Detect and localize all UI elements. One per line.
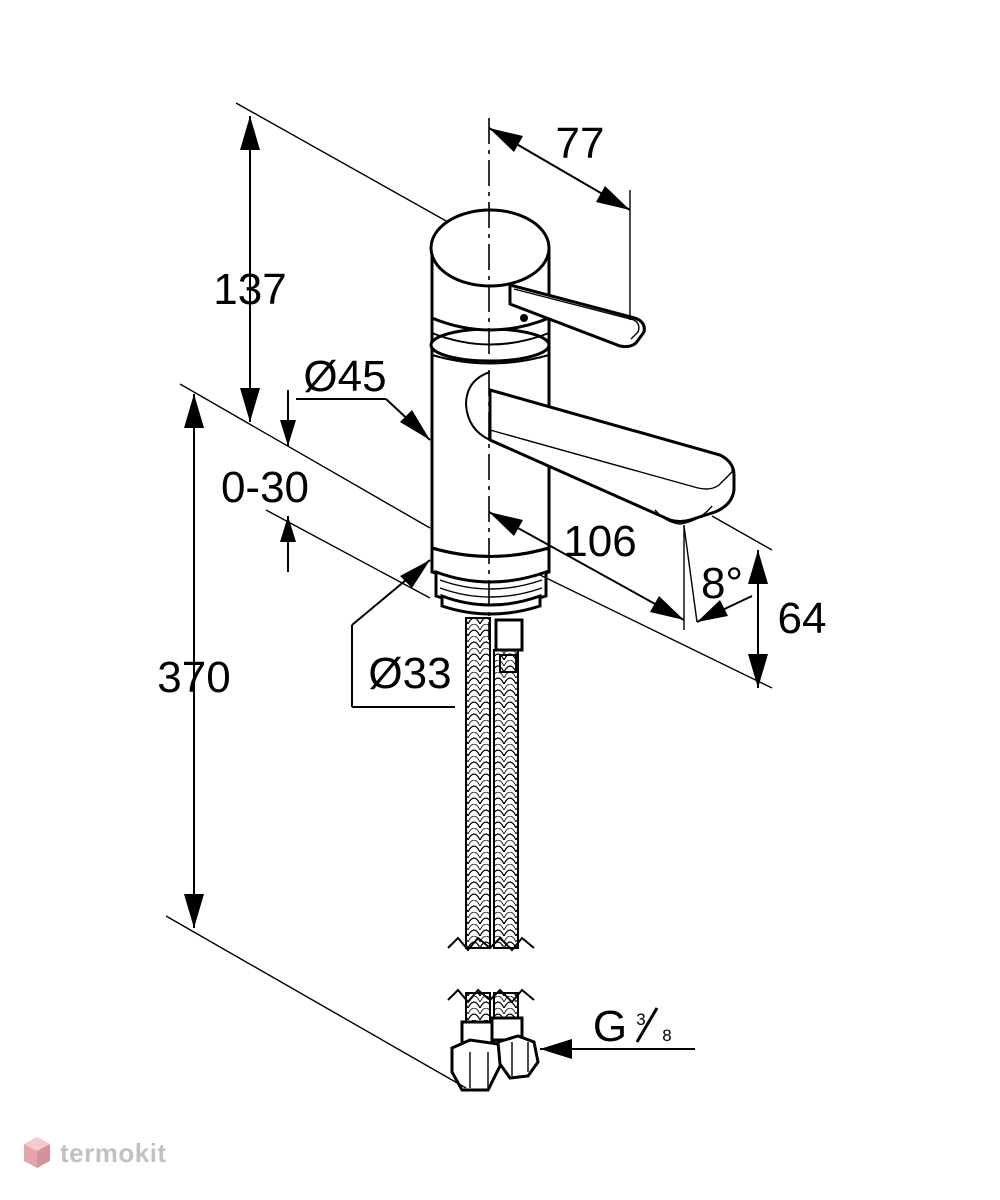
dim-diameter-45: Ø45 [296,352,431,441]
label-77: 77 [556,119,605,168]
dim-137: 137 [213,102,449,422]
label-angle-8: 8° [701,559,743,608]
label-137: 137 [213,265,286,314]
faucet-body [429,208,736,1092]
label-0-30: 0-30 [221,463,309,512]
watermark-text: termokit [60,1137,167,1168]
dim-angle-8: 8° [683,525,753,623]
label-diameter-33: Ø33 [368,649,451,698]
watermark: termokit [22,1136,167,1170]
dim-0-30: 0-30 [221,390,431,599]
label-thread-numerator: 3 [636,1010,645,1029]
dim-diameter-33: Ø33 [351,559,455,708]
dim-64: 64 [539,515,827,689]
label-thread-prefix: G [593,1002,627,1051]
label-106: 106 [563,517,636,566]
label-64: 64 [778,594,827,643]
dim-77: 77 [488,119,631,320]
dim-106: 106 [488,511,685,630]
label-diameter-45: Ø45 [303,352,386,401]
thread-fraction-slash [635,1007,659,1043]
label-370: 370 [157,653,230,702]
dim-370: 370 [157,383,467,1089]
dim-thread-g: G 3 8 [540,1002,695,1059]
label-thread-denominator: 8 [662,1026,671,1045]
cube-logo-icon [24,1137,50,1168]
